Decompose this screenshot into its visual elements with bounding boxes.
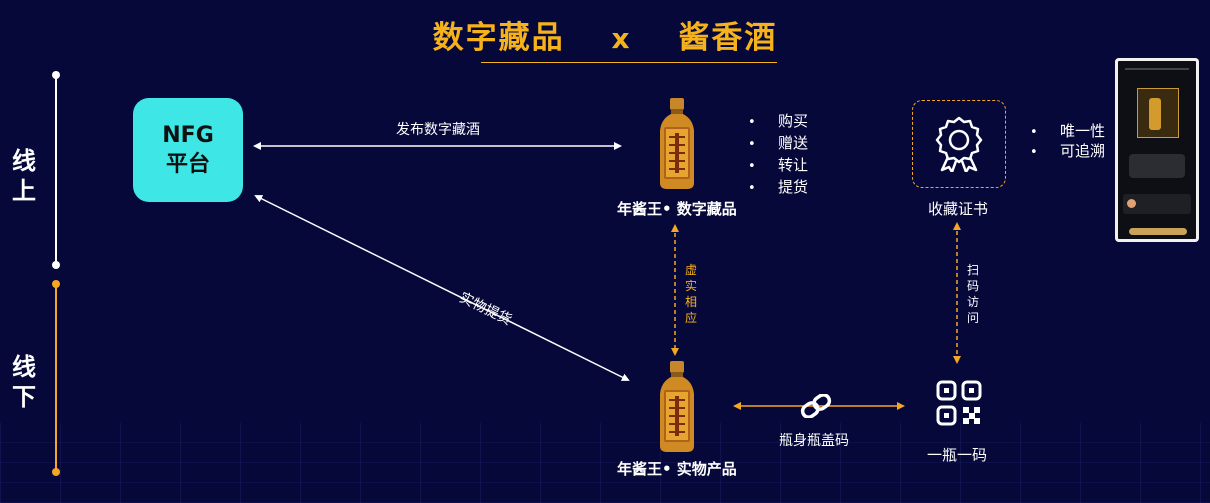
feature-item: 唯一性 <box>1030 122 1105 142</box>
action-item: 转让 <box>748 155 808 177</box>
qr-code-icon <box>936 380 982 426</box>
digital-actions-list: 购买 赠送 转让 提货 <box>748 111 808 199</box>
liquor-bottle-icon <box>657 360 697 454</box>
action-item: 赠送 <box>748 133 808 155</box>
link-icon <box>799 394 833 418</box>
liquor-bottle-icon <box>657 97 697 191</box>
action-item: 购买 <box>748 111 808 133</box>
qrcode-label: 一瓶一码 <box>927 444 987 465</box>
pickup-arrow <box>256 196 628 380</box>
publish-label: 发布数字藏酒 <box>396 119 480 139</box>
physical-product-label: 年酱王• 实物产品 <box>617 458 737 479</box>
digital-product-label: 年酱王• 数字藏品 <box>617 198 737 219</box>
award-icon <box>934 116 984 172</box>
feature-item: 可追溯 <box>1030 142 1105 162</box>
action-item: 提货 <box>748 177 808 199</box>
bottle-code-label: 瓶身瓶盖码 <box>779 430 849 450</box>
virtual-real-label: 虚实相应 <box>684 262 698 326</box>
certificate-features-list: 唯一性 可追溯 <box>1030 122 1105 162</box>
certificate-box <box>912 100 1006 188</box>
scan-visit-label: 扫码访问 <box>966 262 980 326</box>
certificate-label: 收藏证书 <box>928 198 988 219</box>
phone-screenshot <box>1115 58 1199 242</box>
